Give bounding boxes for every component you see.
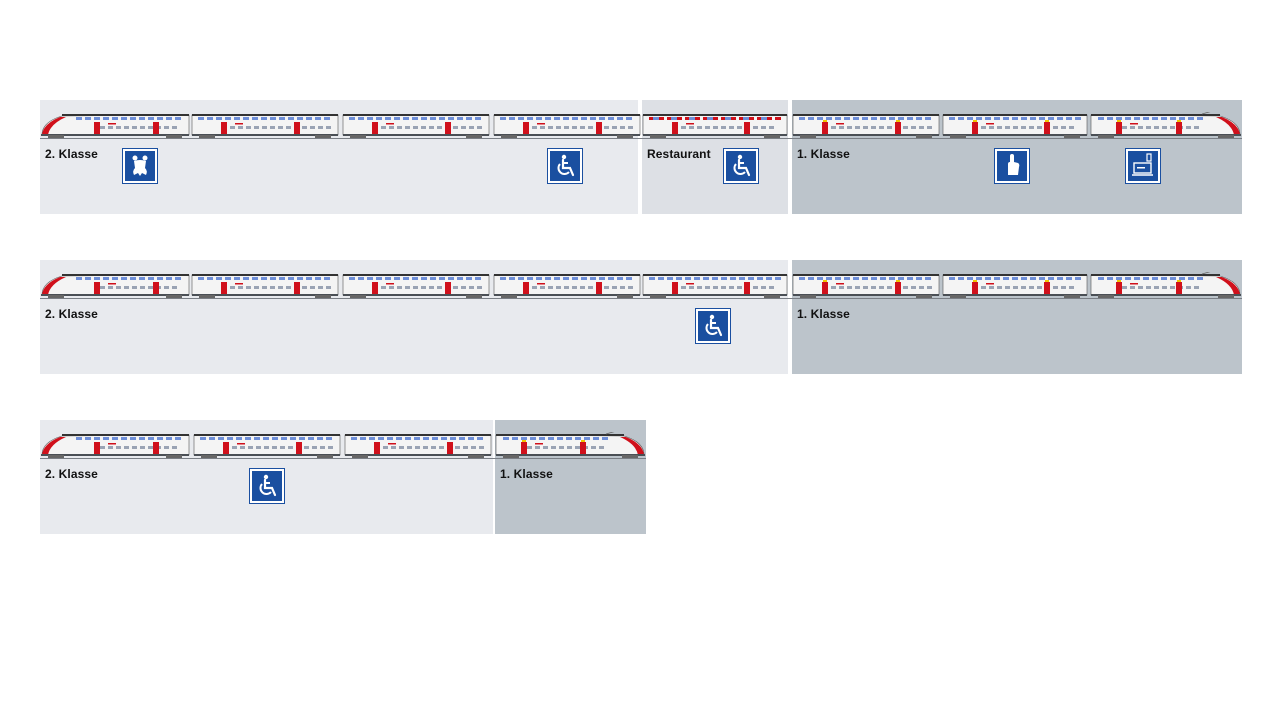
train-car: [942, 272, 1088, 298]
train-car: [942, 112, 1088, 138]
zone-label-restaurant: Restaurant: [647, 147, 711, 161]
track-line: [40, 298, 1242, 299]
train-car: [495, 432, 646, 458]
zone-label-first-class: 1. Klasse: [797, 147, 850, 161]
train-formation-2: 2. Klasse 1. Klasse: [40, 260, 1242, 374]
zone-label-first-class: 1. Klasse: [500, 467, 553, 481]
train-car: [40, 112, 190, 138]
train-car: [40, 272, 190, 298]
train-formation-3: 2. Klasse 1. Klasse: [40, 420, 646, 534]
business-zone-icon: [1125, 148, 1161, 184]
wheelchair-icon: [695, 308, 731, 344]
wheelchair-icon: [249, 468, 285, 504]
train-car: [191, 112, 339, 138]
track-line: [40, 458, 646, 459]
zone-label-first-class: 1. Klasse: [797, 307, 850, 321]
zone-label-second-class: 2. Klasse: [45, 467, 98, 481]
train-car: [792, 272, 940, 298]
train-car: [493, 272, 641, 298]
train-car: [344, 432, 492, 458]
train-car: [1090, 112, 1242, 138]
train-car: [642, 272, 788, 298]
track-line: [40, 138, 1242, 139]
train-car: [191, 272, 339, 298]
zone-label-second-class: 2. Klasse: [45, 307, 98, 321]
train-car: [792, 112, 940, 138]
zone-label-second-class: 2. Klasse: [45, 147, 98, 161]
wheelchair-icon: [547, 148, 583, 184]
train-car: [1090, 272, 1242, 298]
train-car: [40, 432, 190, 458]
train-car: [642, 112, 788, 138]
wheelchair-icon: [723, 148, 759, 184]
train-car: [493, 112, 641, 138]
train-formation-1: 2. Klasse Restaurant 1. Klasse: [40, 100, 1242, 214]
train-car: [193, 432, 341, 458]
train-car: [342, 112, 490, 138]
family-zone-icon: [122, 148, 158, 184]
train-car: [342, 272, 490, 298]
quiet-zone-icon: [994, 148, 1030, 184]
